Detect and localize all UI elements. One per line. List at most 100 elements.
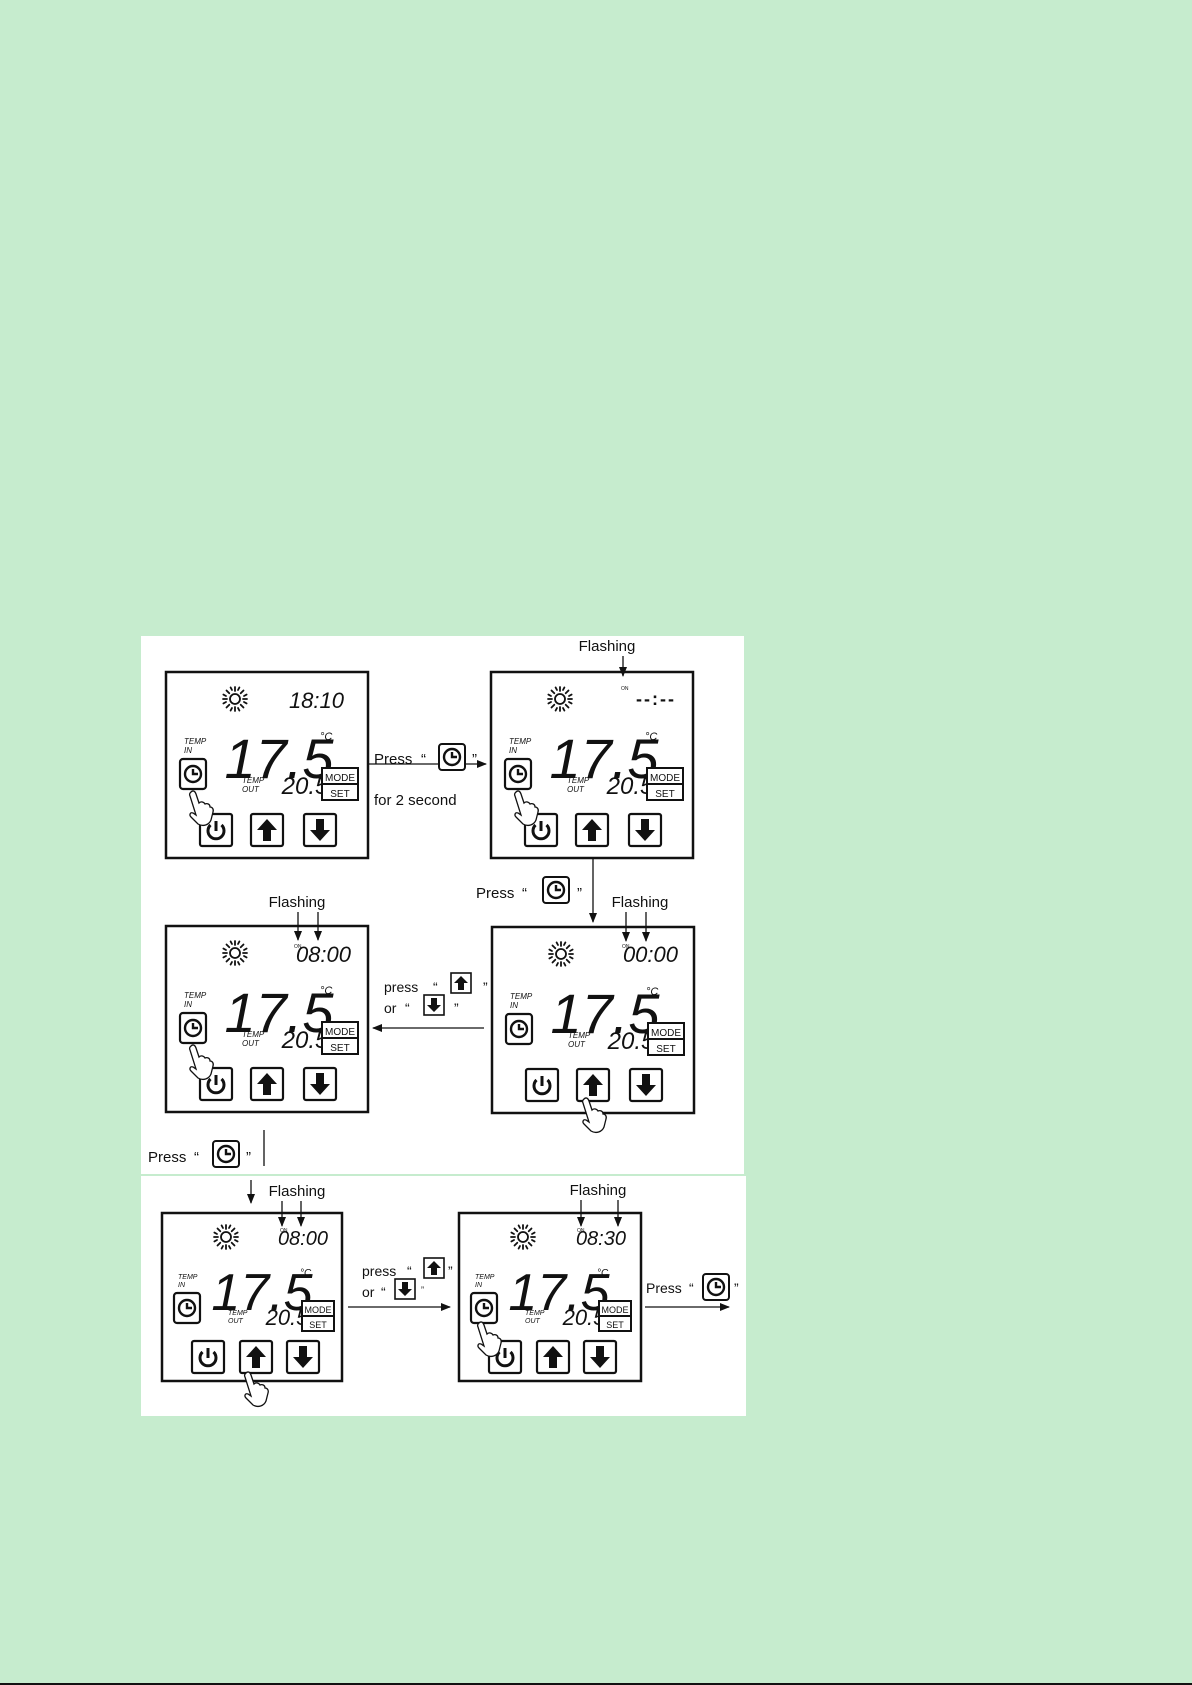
clock-icon[interactable] (172, 1291, 202, 1325)
clock-icon[interactable] (178, 1011, 208, 1045)
flashing-label: Flashing (269, 894, 326, 911)
temp-in-label-bottom: IN (475, 1282, 483, 1289)
or-text: or (362, 1284, 375, 1300)
screen-timer-blank: ON --:-- 17.5 °C TEMP IN TEMP OUT 20.5 M… (489, 670, 695, 860)
set-label: SET (330, 1043, 349, 1054)
set-temperature: 17.5 (551, 982, 661, 1045)
mode-label: MODE (602, 1305, 629, 1315)
down-arrow-icon[interactable] (285, 1339, 321, 1375)
close-quote: ” (483, 979, 488, 995)
clock-icon[interactable] (178, 757, 208, 791)
open-quote: “ (407, 1263, 412, 1279)
outdoor-temperature: 20.5 (606, 773, 654, 800)
temp-in-label-top: TEMP (184, 991, 207, 1000)
clock-readout: --:-- (636, 689, 676, 709)
temp-in-label-bottom: IN (509, 746, 517, 755)
on-indicator: ON (622, 944, 630, 950)
temp-out-label-top: TEMP (228, 1310, 248, 1317)
open-quote: “ (421, 751, 426, 768)
clock-readout: 00:00 (623, 942, 679, 967)
transition-press-clock-3: Press “ ” (645, 1272, 739, 1311)
set-label: SET (606, 1320, 624, 1330)
press-text: Press (148, 1149, 186, 1166)
press-text: press (362, 1263, 396, 1279)
up-arrow-icon[interactable] (249, 812, 285, 848)
set-temperature: 17.5 (550, 727, 660, 790)
down-arrow-icon[interactable] (302, 812, 338, 848)
screen-timer-0800-confirm: ON 08:00 17.5 °C TEMP IN TEMP OUT 20.5 M… (160, 1211, 344, 1408)
set-label: SET (655, 789, 674, 800)
temp-in-label-bottom: IN (178, 1282, 186, 1289)
set-temperature: 17.5 (225, 727, 335, 790)
up-arrow-icon[interactable] (238, 1339, 274, 1375)
temp-out-label-bottom: OUT (567, 785, 585, 794)
flashing-label: Flashing (570, 1182, 627, 1199)
mode-label: MODE (325, 773, 355, 784)
mode-label: MODE (325, 1027, 355, 1038)
open-quote: “ (381, 1284, 386, 1300)
temp-out-label-top: TEMP (525, 1310, 545, 1317)
down-arrow-icon[interactable] (302, 1066, 338, 1102)
transition-press-clock: Press “ ” (476, 858, 597, 923)
transition-adjust-time: press “ ” or “ ” (372, 972, 488, 1032)
flashing-callout-s2: Flashing (579, 638, 636, 677)
temp-in-label-bottom: IN (184, 1000, 192, 1009)
up-arrow-icon[interactable] (574, 812, 610, 848)
power-icon[interactable] (190, 1339, 226, 1375)
press-text: Press (476, 885, 514, 902)
close-quote: ” (246, 1149, 251, 1166)
temp-in-label-top: TEMP (510, 992, 533, 1001)
down-arrow-icon[interactable] (582, 1339, 618, 1375)
temp-in-label-top: TEMP (178, 1274, 198, 1281)
screen-timer-0800: ON 08:00 17.5 °C TEMP IN TEMP OUT 20.5 M… (164, 924, 370, 1114)
outdoor-temperature: 20.5 (607, 1028, 655, 1055)
flashing-label: Flashing (579, 638, 636, 655)
clock-icon[interactable] (469, 1291, 499, 1325)
mode-label: MODE (305, 1305, 332, 1315)
power-icon[interactable] (524, 1067, 560, 1103)
screen-timer-0830: ON 08:30 17.5 °C TEMP IN TEMP OUT 20.5 M… (457, 1211, 643, 1383)
flashing-label: Flashing (269, 1183, 326, 1200)
duration-text: for 2 second (374, 792, 457, 809)
mode-label: MODE (650, 773, 680, 784)
clock-readout: 08:00 (296, 942, 352, 967)
temp-in-label-top: TEMP (475, 1274, 495, 1281)
close-quote: ” (472, 751, 477, 768)
clock-icon[interactable] (503, 757, 533, 791)
mode-set-button[interactable]: MODE SET (301, 1300, 335, 1332)
mode-set-button[interactable]: MODE SET (647, 1022, 685, 1056)
set-label: SET (330, 789, 349, 800)
screen-timer-0000: ON 00:00 17.5 °C TEMP IN TEMP OUT 20.5 M… (490, 925, 696, 1134)
press-text: press (384, 979, 418, 995)
down-arrow-icon[interactable] (628, 1067, 664, 1103)
mode-set-button[interactable]: MODE SET (646, 767, 684, 801)
close-quote: ” (577, 885, 582, 902)
open-quote: “ (194, 1149, 199, 1166)
up-arrow-icon (423, 1257, 445, 1279)
clock-readout: 18:10 (289, 688, 345, 713)
up-arrow-icon[interactable] (535, 1339, 571, 1375)
set-label: SET (309, 1320, 327, 1330)
open-quote: “ (405, 1000, 410, 1016)
clock-readout: 08:00 (278, 1228, 328, 1250)
mode-set-button[interactable]: MODE SET (321, 1021, 359, 1055)
unit-label: °C (300, 1268, 312, 1279)
down-arrow-icon (423, 994, 445, 1016)
set-temperature: 17.5 (211, 1264, 313, 1322)
down-arrow-icon[interactable] (627, 812, 663, 848)
on-indicator: ON (294, 944, 302, 950)
flashing-callout-s5: Flashing (269, 1183, 326, 1227)
mode-set-button[interactable]: MODE SET (321, 767, 359, 801)
on-indicator: ON (577, 1228, 585, 1234)
flashing-callout-s4: Flashing (612, 894, 668, 942)
close-quote: ” (421, 1285, 424, 1295)
clock-icon[interactable] (504, 1012, 534, 1046)
outdoor-temperature: 20.5 (281, 1027, 329, 1054)
transition-press-clock-2: Press “ ” (148, 1130, 265, 1204)
set-label: SET (656, 1044, 675, 1055)
up-arrow-icon[interactable] (249, 1066, 285, 1102)
flashing-callout-s3: Flashing (269, 894, 326, 941)
mode-set-button[interactable]: MODE SET (598, 1300, 632, 1332)
clock-icon (541, 875, 571, 905)
up-arrow-icon[interactable] (575, 1067, 611, 1103)
